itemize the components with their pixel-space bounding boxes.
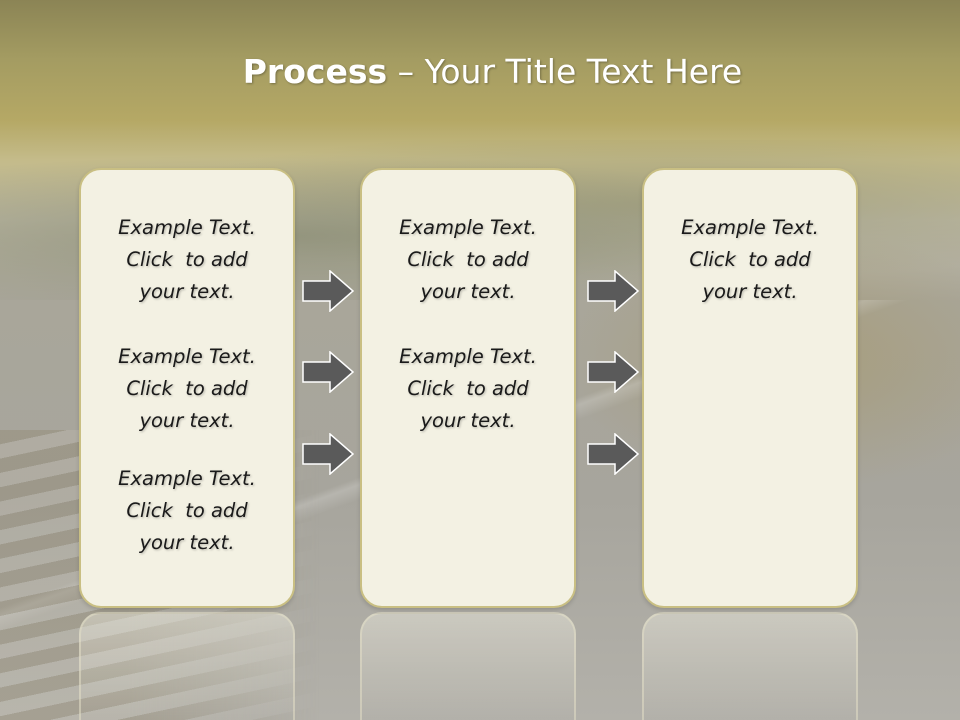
right-arrow-icon[interactable] [302,270,354,312]
process-step-3-box[interactable]: Example Text. Click to add your text. [642,168,858,608]
text-line: Example Text. [399,345,537,368]
title-rest-part: – Your Title Text Here [387,52,743,91]
right-arrow-icon[interactable] [587,433,639,475]
title-bold-part: Process [242,52,388,91]
text-line: Click to add [126,248,248,271]
process-step-2-box[interactable]: Example Text. Click to add your text. Ex… [360,168,576,608]
text-line: Click to add [407,248,529,271]
right-arrow-icon[interactable] [302,351,354,393]
panel-reflection [79,612,295,720]
text-line: Click to add [126,499,248,522]
right-arrow-icon[interactable] [587,351,639,393]
text-line: Example Text. [118,345,256,368]
text-line: your text. [139,280,235,303]
text-line: your text. [139,409,235,432]
text-placeholder[interactable]: Example Text. Click to add your text. [362,341,574,437]
text-line: your text. [702,280,798,303]
text-line: Example Text. [118,467,256,490]
text-line: Click to add [407,377,529,400]
panel-reflection [360,612,576,720]
text-line: Example Text. [681,216,819,239]
text-line: your text. [420,409,516,432]
text-line: your text. [139,531,235,554]
text-line: Click to add [689,248,811,271]
slide-title[interactable]: Process – Your Title Text Here [0,52,960,91]
text-placeholder[interactable]: Example Text. Click to add your text. [81,341,293,437]
text-line: Example Text. [118,216,256,239]
text-line: Example Text. [399,216,537,239]
right-arrow-icon[interactable] [587,270,639,312]
text-placeholder[interactable]: Example Text. Click to add your text. [362,212,574,308]
right-arrow-icon[interactable] [302,433,354,475]
panel-reflection [642,612,858,720]
process-step-1-box[interactable]: Example Text. Click to add your text. Ex… [79,168,295,608]
text-placeholder[interactable]: Example Text. Click to add your text. [81,212,293,308]
text-line: Click to add [126,377,248,400]
text-placeholder[interactable]: Example Text. Click to add your text. [81,463,293,559]
text-placeholder[interactable]: Example Text. Click to add your text. [644,212,856,308]
text-line: your text. [420,280,516,303]
